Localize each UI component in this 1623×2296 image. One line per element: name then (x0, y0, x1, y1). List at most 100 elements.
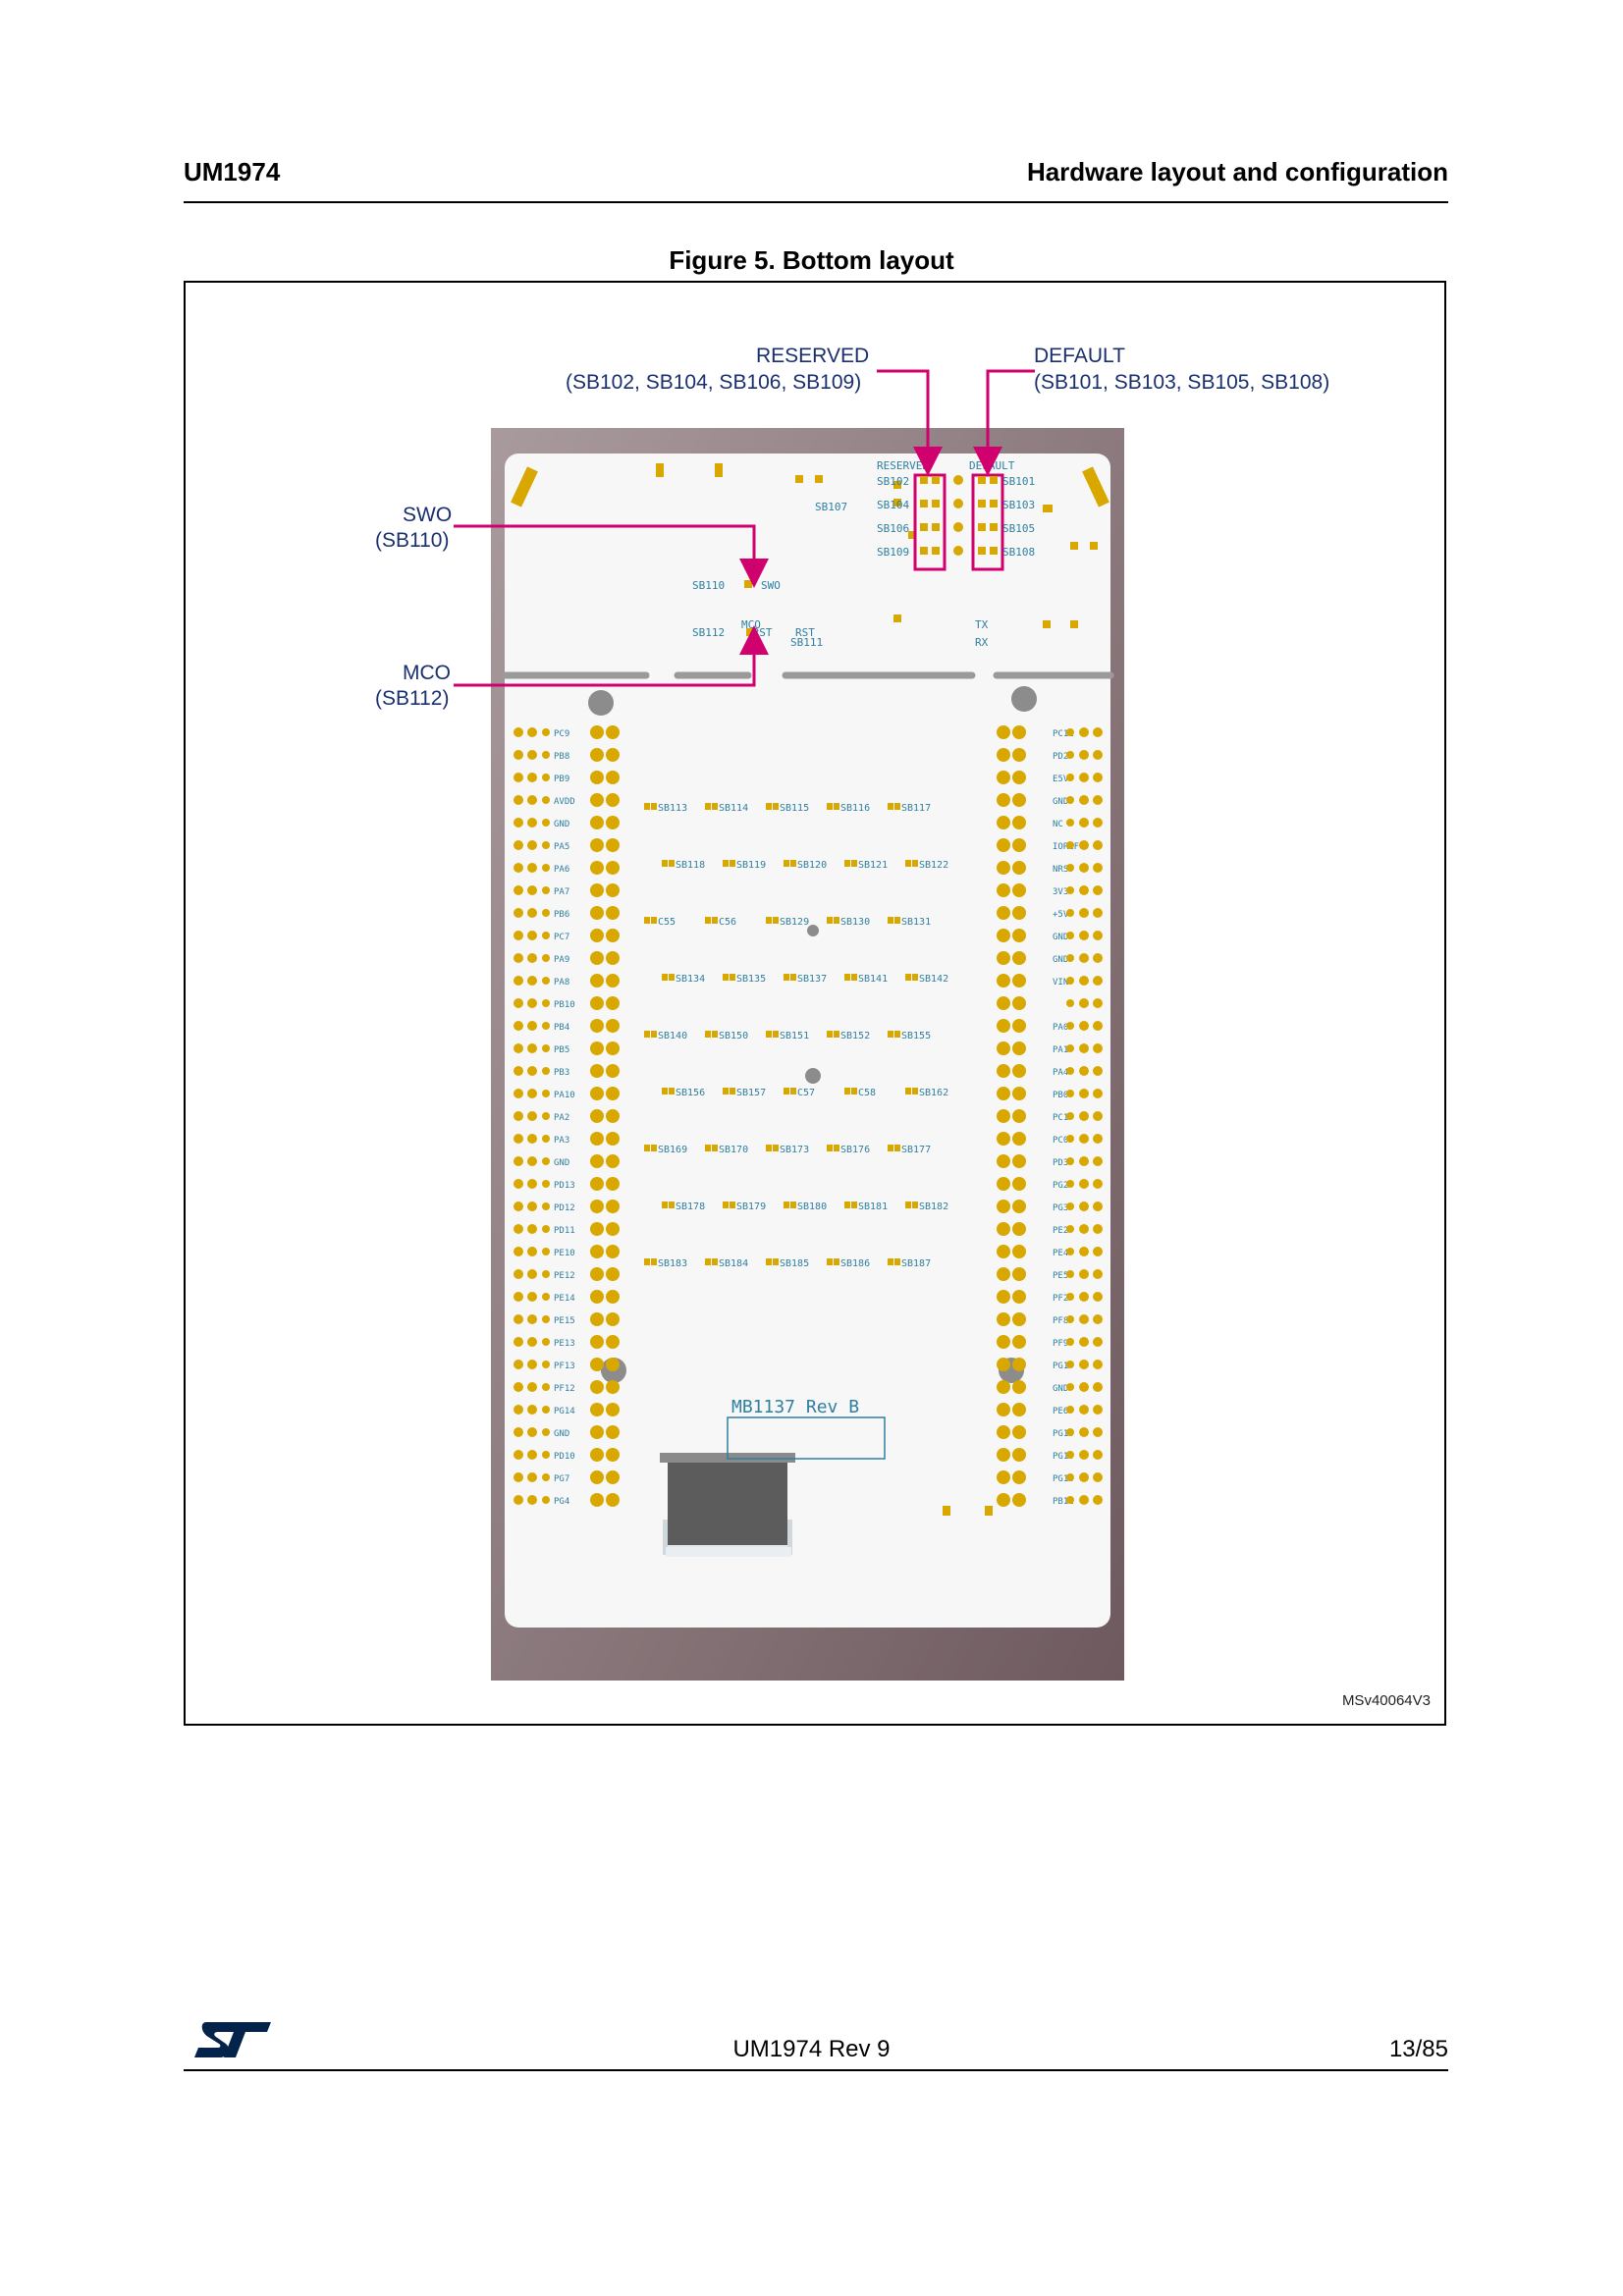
silk-sb130: SB130 (840, 917, 870, 928)
header-pin (1066, 1496, 1074, 1504)
header-pin (1066, 1157, 1074, 1165)
header-pin (1066, 864, 1074, 872)
footer-page-number: 13/85 (1388, 2036, 1448, 2062)
header-pin (542, 1225, 550, 1233)
silk-pin-left: PG7 (554, 1474, 569, 1484)
bridge-pad (920, 476, 928, 484)
bridge-pad (920, 547, 928, 555)
header-pin (590, 1064, 604, 1078)
header-pin (1066, 1315, 1074, 1323)
header-pin (1079, 1247, 1089, 1256)
header-pin (997, 1470, 1010, 1484)
callout-reserved-bridges: (SB102, SB104, SB106, SB109) (566, 371, 862, 394)
header-pin (1066, 1451, 1074, 1459)
header-pin (527, 998, 537, 1008)
silk-pin-right: VIN (1053, 978, 1068, 988)
header-pin (514, 818, 523, 828)
header-pin (997, 974, 1010, 988)
header-pin (514, 1021, 523, 1031)
header-pin (542, 1406, 550, 1414)
header-pin (1093, 1043, 1103, 1053)
smd-pad (723, 1088, 729, 1095)
header-pin (1079, 931, 1089, 940)
silk-pin-left: PD12 (554, 1203, 575, 1213)
header-pin (542, 977, 550, 985)
bridge-pad (932, 547, 940, 555)
callout-mco-label: MCO (403, 662, 451, 684)
header-pin (1066, 1270, 1074, 1278)
header-pin (1079, 1066, 1089, 1076)
header-pin (590, 1425, 604, 1439)
silk-sb157: SB157 (736, 1088, 766, 1098)
header-pin (1012, 771, 1026, 784)
silk-pin-right: 3V3 (1053, 887, 1068, 897)
smd-pad (912, 1201, 918, 1208)
silk-pin-right: PG10 (1053, 1452, 1074, 1462)
header-pin (606, 906, 620, 920)
header-pin (1079, 976, 1089, 986)
header-pin (590, 996, 604, 1010)
silk-pin-left: PB10 (554, 1000, 575, 1010)
header-pin (514, 1405, 523, 1415)
header-pin (606, 1358, 620, 1371)
smd-pad (730, 1088, 735, 1095)
header-pin (1012, 1177, 1026, 1191)
silk-sb182: SB182 (919, 1201, 948, 1212)
header-pin (1066, 1383, 1074, 1391)
silk-default-sb108: SB108 (1002, 546, 1035, 559)
header-pin (1079, 795, 1089, 805)
header-pin (1093, 1427, 1103, 1437)
silk-sb114: SB114 (719, 803, 748, 814)
header-pin (1079, 750, 1089, 760)
smd-pad (888, 803, 893, 810)
header-pin (527, 1043, 537, 1053)
header-pin (1093, 1472, 1103, 1482)
header-pin (1066, 1338, 1074, 1346)
header-pin (527, 1292, 537, 1302)
header-pin (1079, 1179, 1089, 1189)
silk-pin-right: PD2 (1053, 752, 1068, 762)
header-pin (1066, 1225, 1074, 1233)
header-pin (997, 929, 1010, 942)
header-pin (1093, 1269, 1103, 1279)
header-rule (184, 201, 1448, 203)
header-pin (1066, 1022, 1074, 1030)
smd-pad (766, 803, 772, 810)
header-pin (514, 1179, 523, 1189)
header-pin (542, 1022, 550, 1030)
header-pin (1093, 1495, 1103, 1505)
silk-pin-left: PD13 (554, 1181, 575, 1191)
smd-pad (851, 974, 857, 981)
header-pin (997, 1403, 1010, 1416)
silk-pin-right: PG13 (1053, 1474, 1074, 1484)
smd-pad (834, 1258, 839, 1265)
header-pin (590, 1200, 604, 1213)
header-pin (527, 1247, 537, 1256)
smd-pad (773, 1031, 779, 1038)
header-pin (542, 864, 550, 872)
header-pin (527, 1472, 537, 1482)
header-pin (1093, 1360, 1103, 1369)
header-pin (590, 838, 604, 852)
silk-sb187: SB187 (901, 1258, 931, 1269)
smd-pad (766, 1145, 772, 1151)
silk-sb184: SB184 (719, 1258, 748, 1269)
header-pin (542, 886, 550, 894)
header-pin (997, 1267, 1010, 1281)
header-pin (997, 906, 1010, 920)
bridge-pad (978, 547, 986, 555)
header-pin (606, 1267, 620, 1281)
header-pin (1093, 931, 1103, 940)
header-pin (606, 725, 620, 739)
smd-pad (844, 1088, 850, 1095)
header-pin (514, 1382, 523, 1392)
smd-pad (773, 1258, 779, 1265)
silk-pin-right: PE6 (1053, 1407, 1068, 1416)
bridge-pad (990, 547, 998, 555)
silk-sb140: SB140 (658, 1031, 687, 1041)
header-pin (542, 796, 550, 804)
header-pin (1093, 1292, 1103, 1302)
smd-pad (712, 917, 718, 924)
header-pin (1012, 861, 1026, 875)
header-pin (1012, 1358, 1026, 1371)
